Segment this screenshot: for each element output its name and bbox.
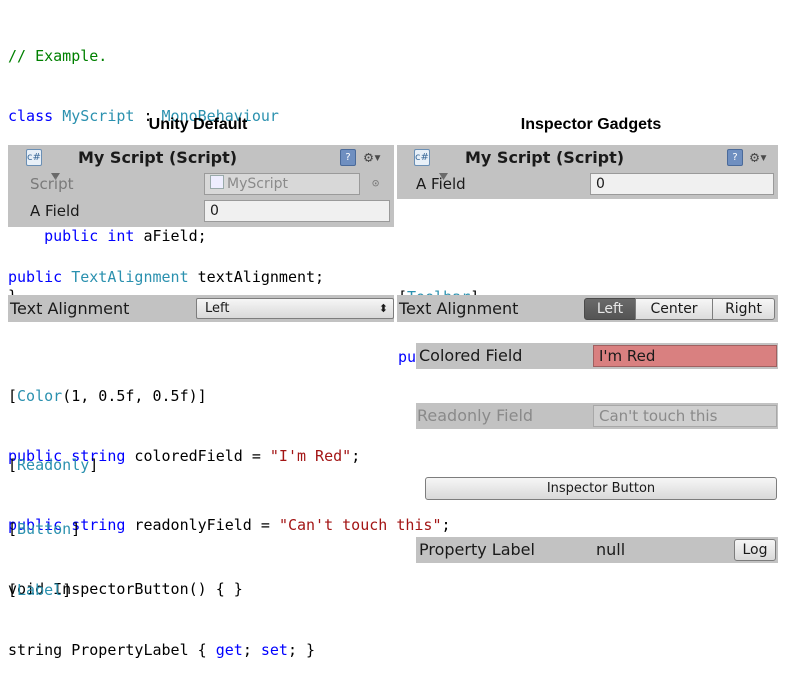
toolbar-option-center[interactable]: Center bbox=[635, 298, 713, 320]
label-property-code: [Label] string PropertyLabel { get; set;… bbox=[8, 581, 316, 659]
readonly-field-row: Readonly Field Can't touch this bbox=[416, 403, 778, 429]
property-label-name: Property Label bbox=[419, 540, 535, 559]
gear-icon[interactable]: ⚙▾ bbox=[364, 148, 383, 166]
code-line-class: class MyScript : MonoBehaviour bbox=[8, 107, 279, 125]
code-line-comment: // Example. bbox=[8, 47, 108, 65]
readonly-field-label: Readonly Field bbox=[417, 406, 534, 425]
csharp-script-icon: c# bbox=[26, 149, 42, 166]
unity-default-component-panel: c# My Script (Script) ? ⚙▾ Script MyScri… bbox=[8, 145, 394, 227]
toolbar-option-left[interactable]: Left bbox=[584, 298, 636, 320]
code-line-field: public int aField; bbox=[44, 227, 207, 245]
colored-field-label: Colored Field bbox=[419, 346, 523, 365]
a-field-input[interactable]: 0 bbox=[204, 200, 390, 222]
help-book-icon[interactable]: ? bbox=[340, 149, 356, 166]
a-field-input[interactable]: 0 bbox=[590, 173, 774, 195]
a-field-label: A Field bbox=[30, 202, 80, 220]
example-code-block: // Example. class MyScript : MonoBehavio… bbox=[8, 6, 279, 326]
script-reference-field: MyScript bbox=[204, 173, 360, 195]
object-picker-icon[interactable]: ⊙ bbox=[372, 176, 380, 190]
toolbar-option-right[interactable]: Right bbox=[712, 298, 775, 320]
csharp-script-icon: c# bbox=[414, 149, 430, 166]
foldout-arrow-icon[interactable] bbox=[400, 149, 449, 206]
inspector-gadgets-component-panel: c# My Script (Script) ? ⚙▾ A Field 0 bbox=[397, 145, 778, 199]
component-title: My Script (Script) bbox=[465, 148, 625, 167]
text-alignment-dropdown[interactable]: Left ⬍ bbox=[196, 298, 394, 319]
alignment-code-left: public TextAlignment textAlignment; bbox=[8, 268, 325, 286]
heading-unity-default: Unity Default bbox=[148, 116, 248, 133]
readonly-field-value: Can't touch this bbox=[593, 405, 777, 427]
alignment-strip-default: Text Alignment Left ⬍ bbox=[8, 295, 394, 322]
colored-field-code: [Color(1, 0.5f, 0.5f)] public string col… bbox=[8, 387, 361, 465]
component-title: My Script (Script) bbox=[78, 148, 238, 167]
inspector-button[interactable]: Inspector Button bbox=[425, 477, 777, 500]
property-label-row: Property Label null Log bbox=[416, 537, 778, 563]
heading-inspector-gadgets: Inspector Gadgets bbox=[520, 116, 662, 133]
readonly-field-code: [Readonly] public string readonlyField =… bbox=[8, 456, 451, 534]
foldout-arrow-icon[interactable] bbox=[12, 149, 61, 206]
text-alignment-label: Text Alignment bbox=[399, 299, 519, 318]
colored-field-input[interactable]: I'm Red bbox=[593, 345, 777, 367]
colored-field-row: Colored Field I'm Red bbox=[416, 343, 778, 369]
log-button[interactable]: Log bbox=[734, 539, 776, 561]
dropdown-arrows-icon: ⬍ bbox=[378, 302, 388, 315]
script-file-icon bbox=[210, 175, 224, 189]
a-field-label: A Field bbox=[416, 175, 466, 193]
script-label: Script bbox=[30, 175, 74, 193]
gear-icon[interactable]: ⚙▾ bbox=[750, 148, 769, 166]
alignment-strip-gadgets: Text Alignment Left Center Right bbox=[397, 295, 778, 322]
text-alignment-label: Text Alignment bbox=[10, 299, 130, 318]
property-label-value: null bbox=[596, 540, 626, 559]
help-book-icon[interactable]: ? bbox=[727, 149, 743, 166]
